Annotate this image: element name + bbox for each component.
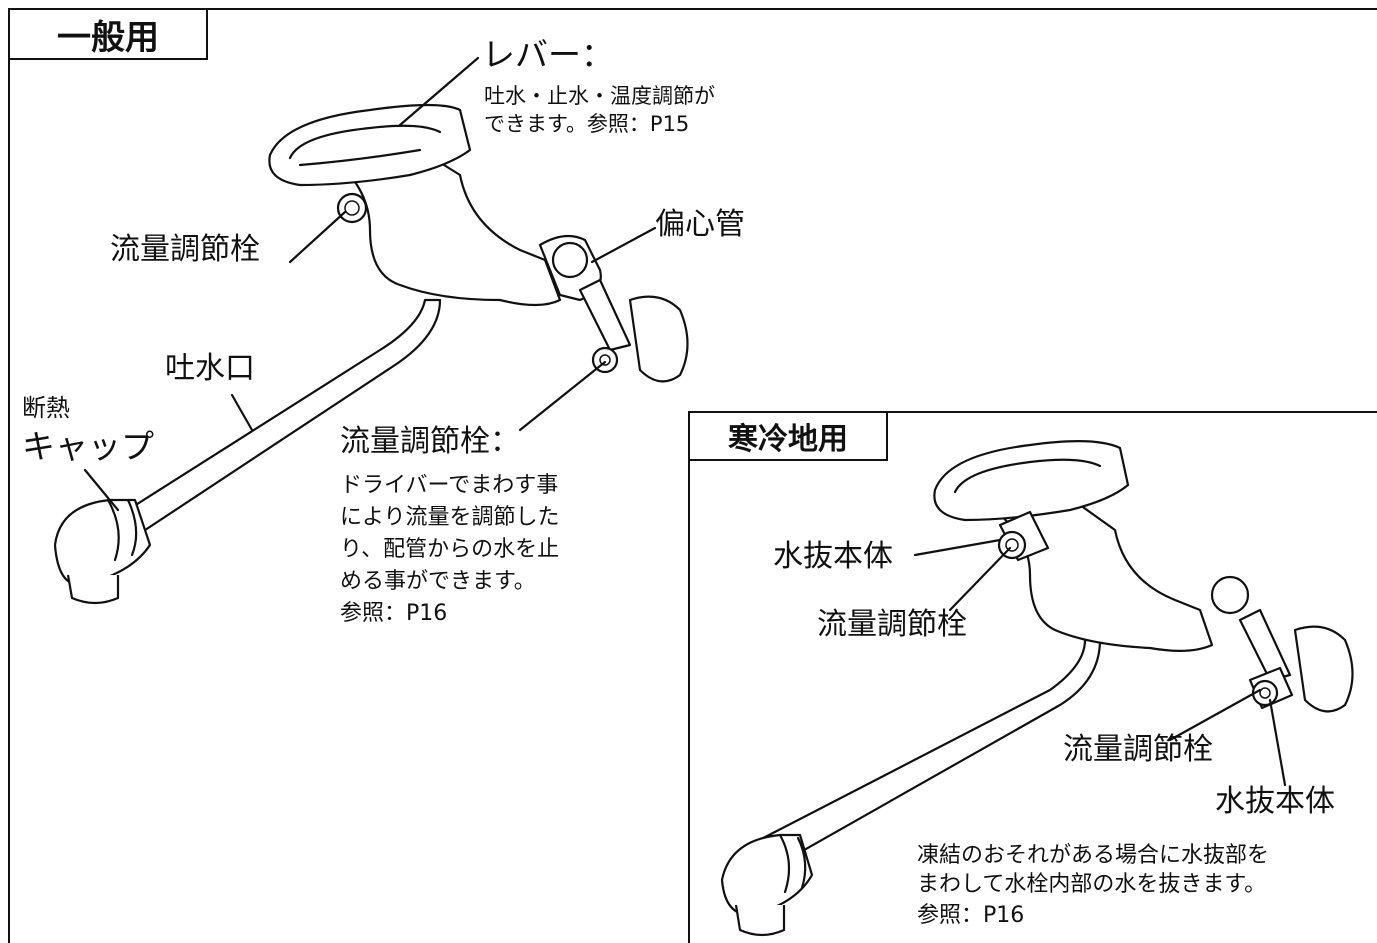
cold-note-line1: 凍結のおそれがある場合に水抜部を: [917, 843, 1270, 868]
cap-label-line2: キャップ: [22, 427, 154, 466]
lever-title: レバー：: [482, 35, 614, 74]
lever-desc-line2: できます。参照：P15: [484, 112, 690, 136]
drain-body-left-label: 水抜本体: [773, 539, 893, 574]
diagram-frame: [8, 8, 1377, 943]
general-use-tab: 一般用: [8, 8, 208, 60]
cold-ref: 参照：P16: [917, 903, 1025, 928]
flow-valve-desc-line2: により流量を調節した: [340, 505, 560, 530]
eccentric-pipe-label: 偏心管: [655, 207, 745, 242]
flow-valve-left-label: 流量調節栓: [110, 232, 260, 267]
cold-region-tab: 寒冷地用: [688, 411, 888, 461]
flow-valve-desc-line4: める事ができます。: [340, 569, 536, 594]
cold-note-line2: まわして水栓内部の水を抜きます。: [917, 872, 1267, 897]
drain-body-right-label: 水抜本体: [1215, 784, 1335, 819]
flow-valve-ref: 参照：P16: [340, 601, 448, 626]
cap-label-line1: 断熱: [22, 394, 70, 422]
flow-valve-desc-line1: ドライバーでまわす事: [340, 473, 559, 498]
spout-label: 吐水口: [165, 351, 255, 386]
cold-flow-valve-right-label: 流量調節栓: [1063, 732, 1213, 767]
flow-valve-right-title: 流量調節栓：: [340, 424, 520, 459]
lever-desc-line1: 吐水・止水・温度調節が: [484, 84, 715, 108]
cold-flow-valve-left-label: 流量調節栓: [817, 607, 967, 642]
flow-valve-desc-line3: り、配管からの水を止: [340, 537, 560, 562]
